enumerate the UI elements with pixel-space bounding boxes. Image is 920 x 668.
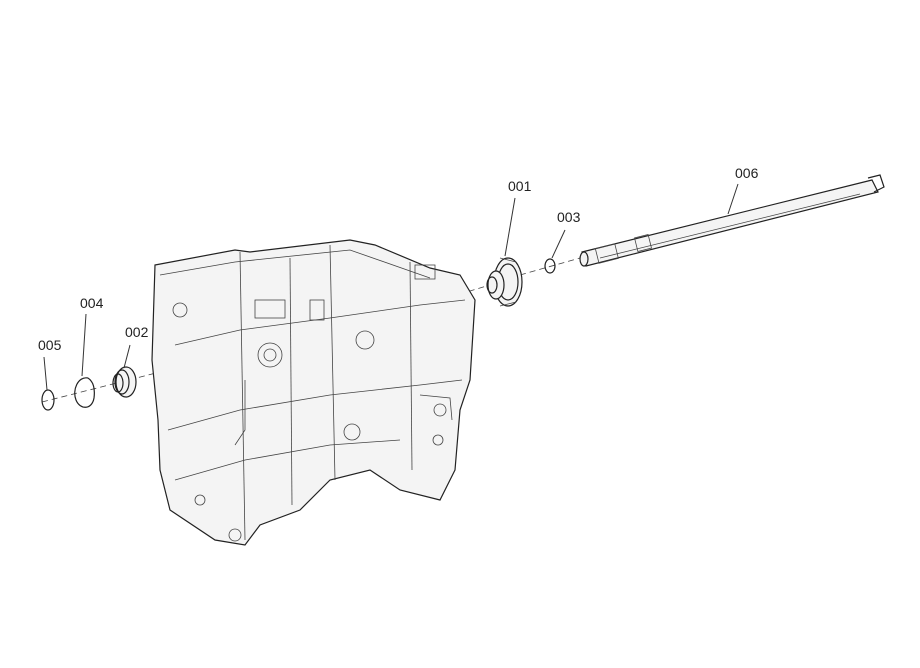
callout-002[interactable]: 002 xyxy=(125,324,149,340)
part-002-bearing xyxy=(112,366,137,398)
part-005-circlip xyxy=(41,389,55,411)
callout-003[interactable]: 003 xyxy=(557,209,581,225)
transmission-housing xyxy=(151,239,476,546)
callout-004[interactable]: 004 xyxy=(80,295,104,311)
leader-005 xyxy=(43,356,48,391)
leader-004 xyxy=(81,313,87,377)
leader-002 xyxy=(123,344,131,369)
callout-005[interactable]: 005 xyxy=(38,337,62,353)
leader-003 xyxy=(551,229,566,259)
part-004-snap-ring xyxy=(74,377,95,408)
part-003-o-ring xyxy=(544,258,556,274)
part-006-shaft xyxy=(579,174,885,267)
callout-001[interactable]: 001 xyxy=(508,178,532,194)
leader-lines xyxy=(43,183,739,391)
callout-006[interactable]: 006 xyxy=(735,165,759,181)
part-001-gear xyxy=(486,257,523,307)
leader-006 xyxy=(727,183,739,215)
leader-001 xyxy=(504,197,516,257)
